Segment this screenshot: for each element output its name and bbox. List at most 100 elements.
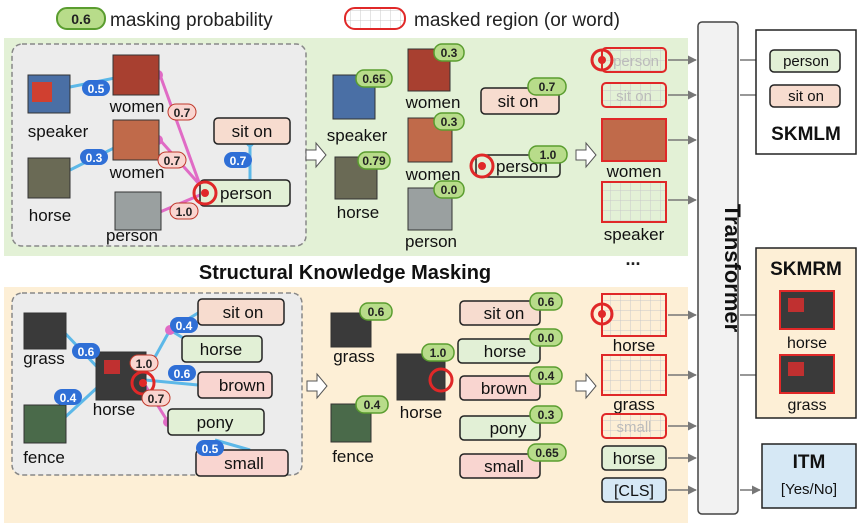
top-sampled-women2: women (405, 165, 461, 184)
input-arrows (668, 55, 697, 495)
bottom-node-sit-on (197, 298, 285, 326)
legend: 0.6 masking probability masked region (o… (56, 7, 620, 31)
bottom-edge-badge-7: 0.5 (202, 442, 219, 456)
top-input-women-text: women (606, 162, 662, 181)
top-sampled-person-img-p: 0.0 (441, 183, 458, 197)
itm-title: ITM (793, 452, 826, 473)
skmlm-head: person sit on SKMLM (755, 29, 857, 155)
bottom-edge-badge-5: 0.6 (174, 367, 191, 381)
bottom-sampled-horse-img-p: 1.0 (430, 346, 447, 360)
bottom-sampled-img-horse (396, 353, 446, 401)
top-edge-badge-4: 0.7 (164, 154, 181, 168)
bottom-sampled-horse: horse (484, 342, 527, 361)
top-input-person-text: person (613, 53, 659, 70)
bottom-node-sit-on-text: sit on (223, 303, 264, 322)
bottom-edge-badge-1: 0.6 (78, 345, 95, 359)
bottom-sampled-node-horse (457, 338, 541, 364)
bottom-node-horse-text: horse (200, 340, 243, 359)
bottom-edge-badge-3: 1.0 (136, 357, 153, 371)
bottom-label-grass: grass (23, 349, 65, 368)
transformer-label: Transformer (720, 204, 745, 333)
top-mask-target (192, 180, 218, 206)
bottom-node-brown-text: brown (219, 376, 265, 395)
top-graph: speaker women women horse person sit on … (11, 43, 307, 247)
top-sampled-mask-target (469, 153, 495, 179)
skmrm-grass-text: grass (787, 397, 826, 414)
bottom-sampled-node-brown (459, 375, 541, 401)
top-edge-badge-2: 0.7 (174, 106, 191, 120)
bottom-sampled-horse-img: horse (400, 403, 443, 422)
skmrm-horse-text: horse (787, 335, 827, 352)
top-edge-badge-5: 0.7 (230, 154, 247, 168)
bottom-graph: grass fence horse sit on horse brown pon… (11, 292, 303, 477)
top-sampled-women2-p: 0.3 (441, 115, 458, 129)
top-sampled-horse-p: 0.79 (362, 154, 386, 168)
legend-prob-text: masking probability (110, 10, 273, 31)
bottom-sampled-fence-p: 0.4 (364, 398, 381, 412)
top-input-speaker-text: speaker (604, 225, 665, 244)
top-sampled-women1: women (405, 93, 461, 112)
bottom-sampled-mask-target (428, 367, 454, 393)
skmlm-title: SKMLM (771, 124, 841, 145)
top-edge-badge-1: 0.5 (88, 82, 105, 96)
top-sampled-sit-on-p: 0.7 (539, 80, 556, 94)
bottom-node-brown (197, 371, 273, 399)
bottom-node-pony-text: pony (197, 413, 234, 432)
top-label-horse: horse (29, 206, 72, 225)
bottom-sampled-fence: fence (332, 447, 374, 466)
itm-subtitle: [Yes/No] (781, 481, 837, 498)
bottom-label-horse-img: horse (93, 400, 136, 419)
top-node-person (199, 179, 291, 207)
bottom-sampled-grass-p: 0.6 (368, 305, 385, 319)
bottom-input-horse-img-text: horse (613, 336, 656, 355)
top-sampled-person-img: person (405, 232, 457, 251)
bottom-sampled-brown: brown (481, 379, 527, 398)
bottom-sampled-sit-on-p: 0.6 (538, 295, 555, 309)
bottom-step-arrow-2 (575, 372, 597, 400)
top-step-arrow-1 (305, 141, 327, 169)
top-step-arrow-2 (575, 141, 597, 169)
top-inputs: person sit on women speaker (590, 47, 667, 244)
bottom-sampled-pony: pony (490, 419, 527, 438)
top-sampled-person-node-p: 1.0 (540, 148, 557, 162)
top-input-masked-speaker (601, 181, 667, 223)
legend-masked-swatch (344, 7, 406, 30)
top-sampled: 0.65 speaker 0.79 horse 0.3 women 0.3 wo… (327, 43, 568, 251)
bottom-sampled-horse-p: 0.0 (538, 331, 555, 345)
top-node-sit-on-text: sit on (232, 122, 273, 141)
top-input-masked-sit-on (601, 82, 667, 108)
top-img-person (114, 191, 162, 231)
bottom-sampled-small: small (484, 457, 524, 476)
ellipsis: ... (625, 249, 640, 269)
legend-prob-badge (56, 7, 106, 30)
top-input-sit-on-text: sit on (616, 88, 652, 105)
bottom-input-horse (601, 445, 667, 471)
bottom-inputs: horse grass small horse [CLS] (590, 293, 667, 503)
bottom-input-cls (601, 477, 667, 503)
skmlm-person (769, 49, 841, 73)
bottom-step-arrow-1 (306, 372, 328, 400)
bottom-label-fence: fence (23, 448, 65, 467)
top-sampled-horse: horse (337, 203, 380, 222)
bottom-sampled-pony-p: 0.3 (538, 408, 555, 422)
bottom-node-small (195, 449, 289, 477)
skmlm-sit-on (769, 84, 841, 108)
legend-masked-text: masked region (or word) (414, 10, 620, 31)
transformer-block (697, 21, 739, 515)
bottom-edge-badge-4: 0.4 (176, 319, 193, 333)
bottom-input-cls-text: [CLS] (614, 483, 654, 500)
bottom-sampled-sit-on: sit on (484, 304, 525, 323)
top-sampled-speaker: speaker (327, 126, 388, 145)
top-node-person-text: person (220, 184, 272, 203)
top-label-women1: women (109, 97, 165, 116)
bottom-sampled-grass: grass (333, 347, 375, 366)
itm-head: ITM [Yes/No] (761, 443, 857, 509)
bottom-input-masked-grass (601, 354, 667, 396)
section-title: Structural Knowledge Masking (199, 262, 491, 284)
bottom-input-horse-text: horse (613, 449, 656, 468)
bottom-input-grass-img-text: grass (613, 395, 655, 414)
bottom-sampled-node-sit-on (459, 300, 541, 326)
top-input-region-women (601, 118, 667, 162)
bottom-node-small-text: small (224, 454, 264, 473)
